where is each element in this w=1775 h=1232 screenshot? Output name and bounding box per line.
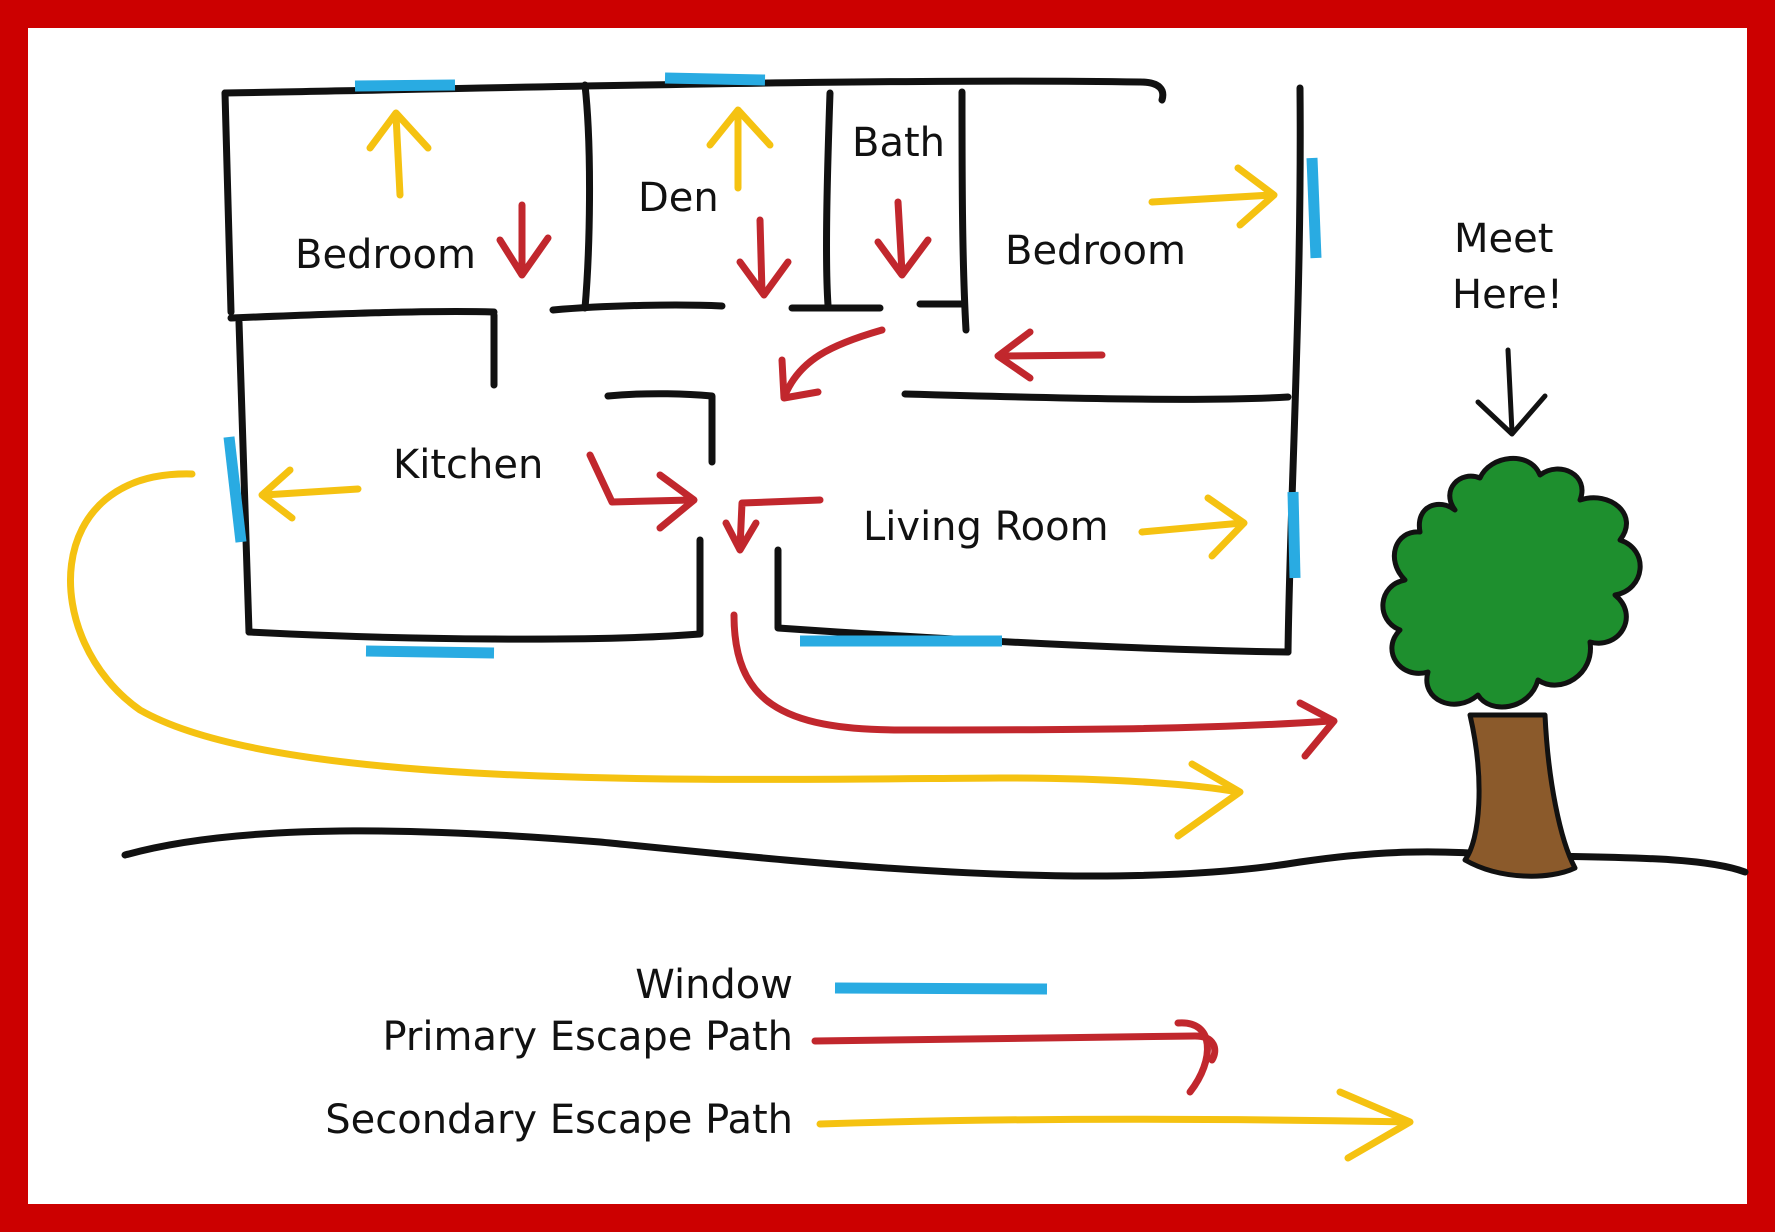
tree-icon bbox=[1380, 456, 1643, 879]
legend-primary-swatch bbox=[811, 1019, 1219, 1096]
yellow-arrow-kitchen-left bbox=[258, 466, 362, 522]
yellow-arrow-bedroom-right bbox=[1148, 164, 1278, 229]
wall-bedroom-livingroom bbox=[901, 390, 1292, 403]
wall-kitchen-top bbox=[604, 390, 716, 466]
yellow-arrow-bedroom-up bbox=[366, 109, 432, 199]
room-label-bath: Bath bbox=[852, 120, 945, 166]
legend-window-swatch bbox=[834, 982, 1048, 995]
room-label-bedroom-right: Bedroom bbox=[1005, 228, 1186, 274]
outer-wall-bottom-right bbox=[774, 546, 1292, 656]
wall-bedroom-bottom bbox=[227, 307, 498, 322]
meet-here-arrow bbox=[1475, 347, 1548, 437]
outer-wall-left-lower bbox=[235, 318, 253, 636]
yellow-arrow-livingroom-right bbox=[1138, 494, 1248, 560]
yellow-long-path-to-tree bbox=[67, 470, 1244, 840]
window-kitchen-bottom bbox=[365, 645, 495, 659]
wall-bedroom-den bbox=[581, 81, 594, 312]
primary-paths bbox=[496, 198, 1338, 760]
tree-foliage bbox=[1380, 456, 1643, 710]
meet-here-line2: Here! bbox=[1452, 272, 1563, 318]
wall-den-bath bbox=[823, 89, 834, 309]
red-arrow-livingroom-to-hall bbox=[722, 496, 824, 554]
meet-here-line1: Meet bbox=[1454, 216, 1553, 262]
room-label-kitchen: Kitchen bbox=[393, 442, 543, 488]
legend-window-label: Window bbox=[635, 962, 793, 1008]
legend-primary-label: Primary Escape Path bbox=[383, 1014, 794, 1060]
window-bedroom-left bbox=[354, 79, 456, 92]
outer-wall-right bbox=[1284, 84, 1304, 656]
window-livingroom-right bbox=[1287, 491, 1301, 579]
legend-secondary-label: Secondary Escape Path bbox=[325, 1097, 793, 1143]
outer-wall-bottom-left bbox=[245, 536, 704, 643]
red-arrow-den-down bbox=[736, 216, 792, 299]
red-long-path-to-tree bbox=[730, 611, 1338, 760]
house-walls bbox=[221, 77, 1304, 656]
room-label-bedroom-left: Bedroom bbox=[295, 232, 476, 278]
window-bedroom-right bbox=[1306, 157, 1322, 259]
wall-bath-bedroom bbox=[958, 88, 970, 334]
room-label-den: Den bbox=[638, 175, 719, 221]
yellow-arrow-den-up bbox=[706, 106, 774, 192]
outer-wall-left-upper bbox=[221, 89, 235, 316]
legend-secondary-swatch bbox=[816, 1088, 1414, 1162]
secondary-paths bbox=[67, 106, 1278, 840]
red-arrow-hall-curve bbox=[778, 326, 886, 402]
room-label-living-room: Living Room bbox=[863, 504, 1109, 550]
legend: Window Primary Escape Path Secondary Esc… bbox=[325, 962, 1414, 1162]
windows bbox=[223, 72, 1322, 659]
red-arrow-bedroom-down bbox=[496, 201, 552, 279]
tree-trunk bbox=[1462, 712, 1578, 879]
red-arrow-kitchen-to-hall bbox=[586, 451, 698, 532]
red-arrow-bedroom-left bbox=[994, 328, 1106, 382]
wall-den-bottom-a bbox=[549, 301, 726, 314]
window-den bbox=[664, 72, 766, 86]
window-kitchen-left bbox=[223, 436, 247, 543]
red-arrow-bath-down bbox=[874, 198, 932, 279]
